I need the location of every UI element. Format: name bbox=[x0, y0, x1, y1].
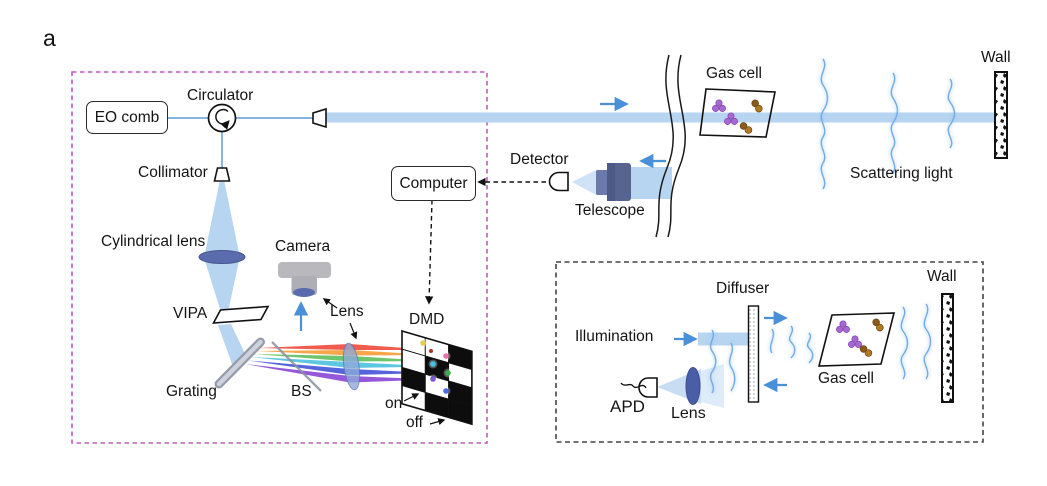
telescope-icon bbox=[596, 163, 631, 201]
panel-letter: a bbox=[43, 25, 56, 51]
apd-icon bbox=[620, 377, 658, 398]
molecule-brown-icon bbox=[739, 99, 763, 134]
apd-lens-icon bbox=[685, 367, 701, 405]
cylindrical-lens-icon bbox=[198, 250, 246, 264]
scattering-squiggles bbox=[709, 58, 956, 394]
detector-label: Detector bbox=[510, 151, 569, 168]
spectrometer-box bbox=[71, 71, 488, 444]
fiber-lines bbox=[166, 117, 313, 168]
beamsplitter-icon bbox=[271, 341, 322, 392]
direction-arrows bbox=[293, 96, 788, 393]
diffuser-label: Diffuser bbox=[716, 280, 770, 297]
wall-inset-icon bbox=[941, 293, 954, 403]
dmd-panel bbox=[401, 329, 473, 426]
camera-label: Camera bbox=[275, 238, 331, 255]
gas-cell-inset bbox=[817, 312, 896, 367]
cylindrical-lens-label: Cylindrical lens bbox=[101, 233, 206, 250]
bs-label: BS bbox=[291, 383, 312, 400]
camera-icon bbox=[278, 262, 331, 297]
main-beam bbox=[326, 112, 996, 123]
dmd-label: DMD bbox=[409, 311, 445, 328]
wall-top-label: Wall bbox=[981, 49, 1011, 66]
molecule-purple-icon bbox=[836, 320, 862, 348]
dmd-off-label: off bbox=[406, 414, 423, 431]
detector-icon bbox=[548, 171, 569, 192]
apd-label: APD bbox=[610, 397, 645, 416]
grating-label: Grating bbox=[166, 383, 217, 400]
focused-beam bbox=[205, 261, 239, 312]
eo-comb-label: EO comb bbox=[94, 108, 160, 126]
gas-cell-top bbox=[699, 88, 776, 138]
telescope-return-beam bbox=[626, 167, 672, 199]
vipa-label: VIPA bbox=[173, 305, 208, 322]
collimator-down-icon bbox=[213, 167, 231, 182]
relay-lens-icon bbox=[342, 342, 361, 391]
gas-cell-inset-label: Gas cell bbox=[818, 370, 874, 387]
telescope-label: Telescope bbox=[575, 202, 645, 219]
annotation-arrows bbox=[322, 298, 446, 426]
scattering-light-label: Scattering light bbox=[850, 165, 953, 182]
molecule-purple-icon bbox=[712, 99, 738, 125]
computer-label: Computer bbox=[399, 174, 468, 192]
diffuser-icon bbox=[747, 305, 760, 403]
gas-cell-top-label: Gas cell bbox=[706, 65, 762, 82]
collimated-beam bbox=[205, 182, 239, 253]
circulator-icon bbox=[207, 103, 237, 133]
vipa-output-beam bbox=[218, 324, 248, 364]
dmd-wavelength-dots bbox=[418, 338, 453, 396]
eo-comb-node: EO comb bbox=[86, 101, 168, 134]
illumination-beam bbox=[698, 332, 749, 346]
dmd-on-label: on bbox=[385, 395, 403, 412]
lens-label: Lens bbox=[330, 303, 364, 320]
molecule-brown-icon bbox=[859, 318, 884, 357]
window-curves bbox=[655, 54, 686, 238]
grating-icon bbox=[214, 337, 265, 389]
wall-top-icon bbox=[994, 71, 1008, 159]
wall-inset-label: Wall bbox=[927, 268, 957, 285]
apd-lens-label: Lens bbox=[671, 405, 706, 422]
signal-links bbox=[424, 177, 546, 305]
circulator-label: Circulator bbox=[187, 87, 254, 104]
vipa-icon bbox=[212, 305, 270, 324]
collimator-label: Collimator bbox=[138, 164, 208, 181]
detector-cone bbox=[572, 169, 598, 196]
illumination-label: Illumination bbox=[575, 328, 654, 345]
computer-node: Computer bbox=[391, 166, 476, 201]
inset-box bbox=[555, 261, 984, 443]
collimator-right-icon bbox=[312, 107, 327, 129]
